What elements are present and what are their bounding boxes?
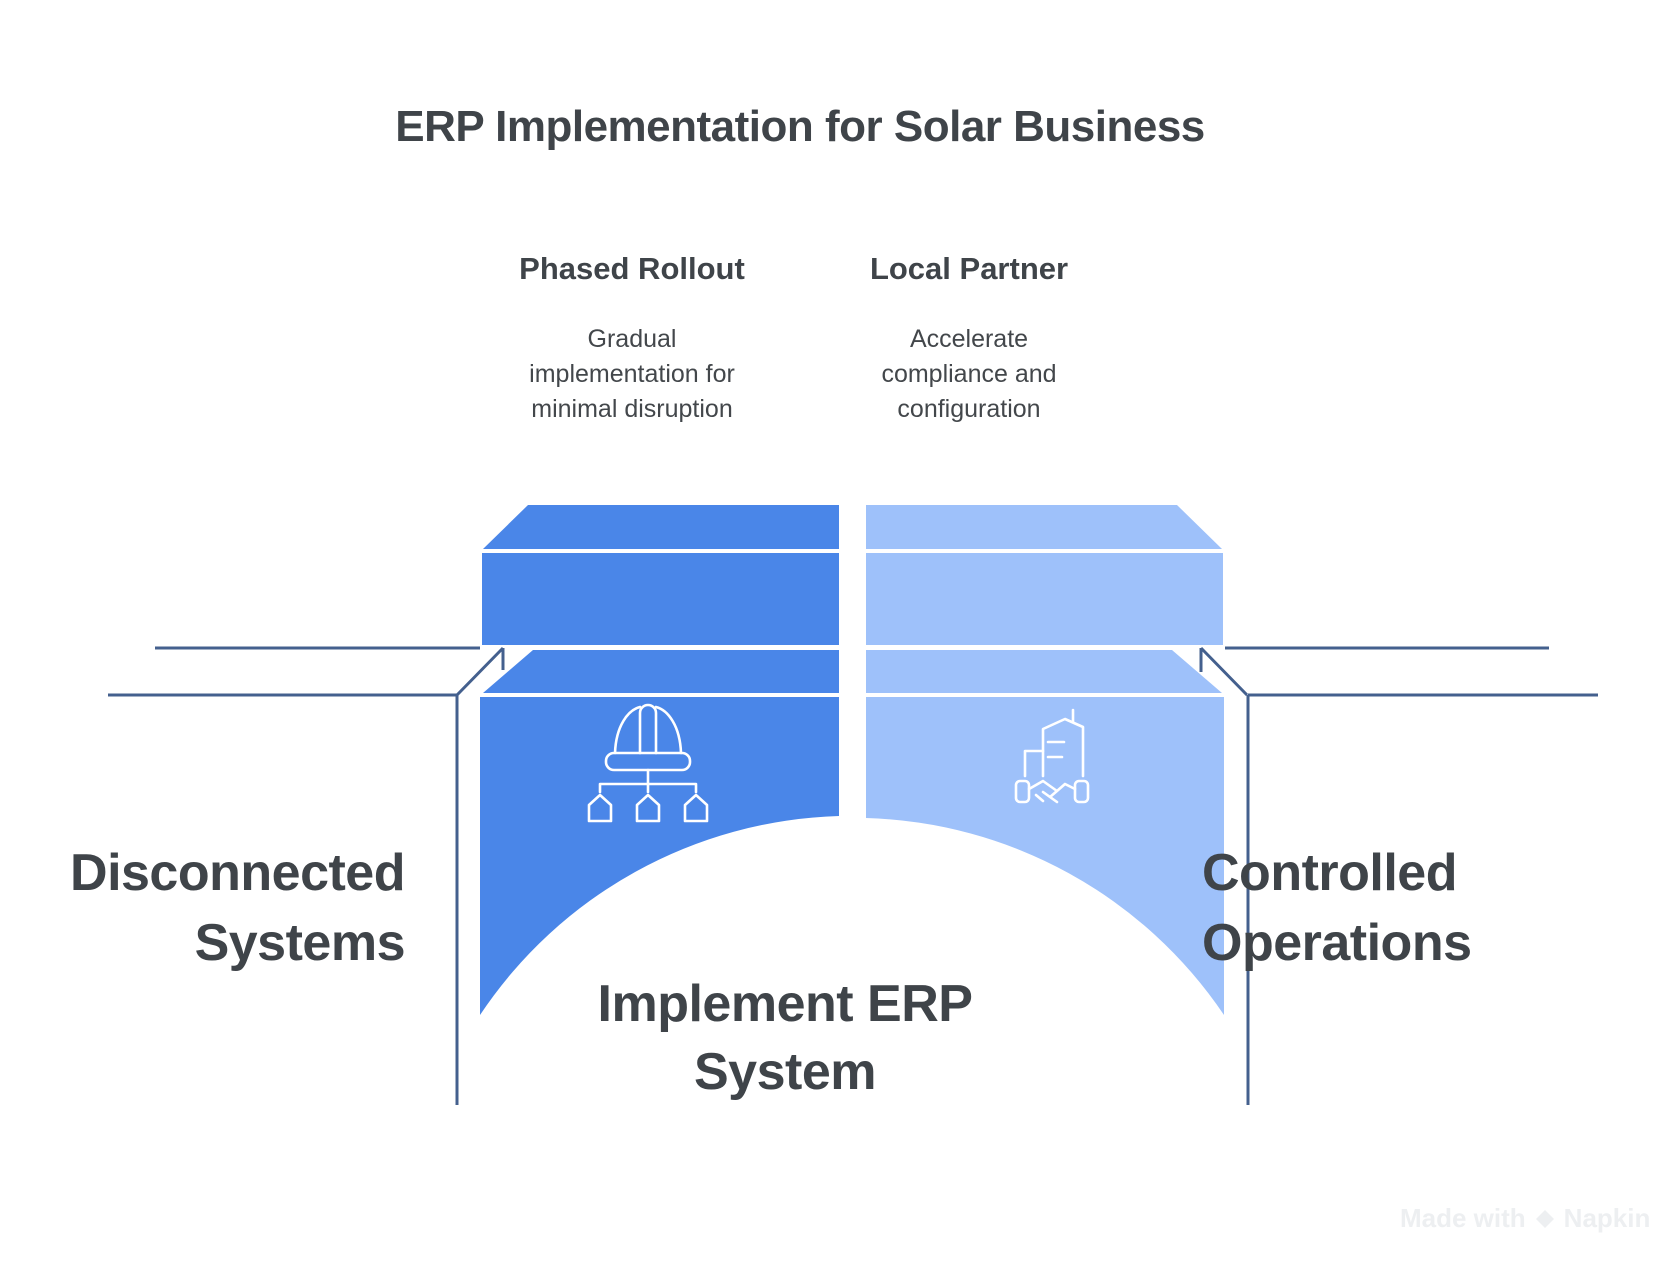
- right-bridge-block: [866, 505, 1224, 1015]
- column-heading-phased-rollout: Phased Rollout: [519, 251, 745, 286]
- hard-hat-org-chart-icon: [587, 703, 709, 823]
- chasm-corner-left: [455, 646, 505, 697]
- watermark: Made with Napkin: [1400, 1203, 1650, 1234]
- org-chart-node-2: [635, 793, 661, 823]
- left-bridge-block: [480, 505, 839, 1015]
- watermark-brand: Napkin: [1563, 1203, 1651, 1233]
- column-description-local-partner: Accelerate compliance and configuration: [881, 325, 1057, 423]
- right-lower-front-face: [866, 697, 1224, 1015]
- right-upper-front-face: [866, 553, 1223, 645]
- building-windows: [1046, 740, 1066, 759]
- org-chart-node-3: [683, 793, 709, 823]
- left-upper-top-face: [483, 505, 839, 549]
- hard-hat-dome-left: [613, 705, 642, 755]
- left-lower-front-face: [480, 697, 839, 1015]
- building-main: [1041, 717, 1085, 778]
- right-upper-top-face: [866, 505, 1222, 549]
- handshake-hands: [1027, 779, 1077, 804]
- building-annex: [1023, 749, 1045, 778]
- napkin-logo-icon: [1535, 1209, 1554, 1228]
- hard-hat-dome-right: [654, 705, 683, 755]
- column-heading-local-partner: Local Partner: [869, 251, 1069, 286]
- label-disconnected-systems: Disconnected Systems: [70, 844, 405, 972]
- label-controlled-operations: Controlled Operations: [1202, 844, 1472, 972]
- hard-hat-stripe: [638, 703, 658, 755]
- org-chart-connector: [598, 768, 698, 794]
- handshake-cuff-right: [1073, 779, 1090, 804]
- building-handshake-icon: [1014, 708, 1090, 804]
- chasm-corner-right: [1199, 646, 1249, 697]
- watermark-prefix: Made with: [1400, 1203, 1526, 1233]
- left-lower-top-face: [483, 650, 839, 693]
- chasm-lines: [108, 646, 1598, 1105]
- label-implement-erp-system: Implement ERP System: [597, 975, 973, 1101]
- handshake-cuff-left: [1014, 779, 1031, 804]
- org-chart-node-1: [587, 793, 613, 823]
- right-lower-top-face: [866, 650, 1222, 693]
- left-upper-front-face: [482, 553, 839, 645]
- column-description-phased-rollout: Gradual implementation for minimal disru…: [529, 325, 735, 423]
- page-title: ERP Implementation for Solar Business: [395, 102, 1205, 151]
